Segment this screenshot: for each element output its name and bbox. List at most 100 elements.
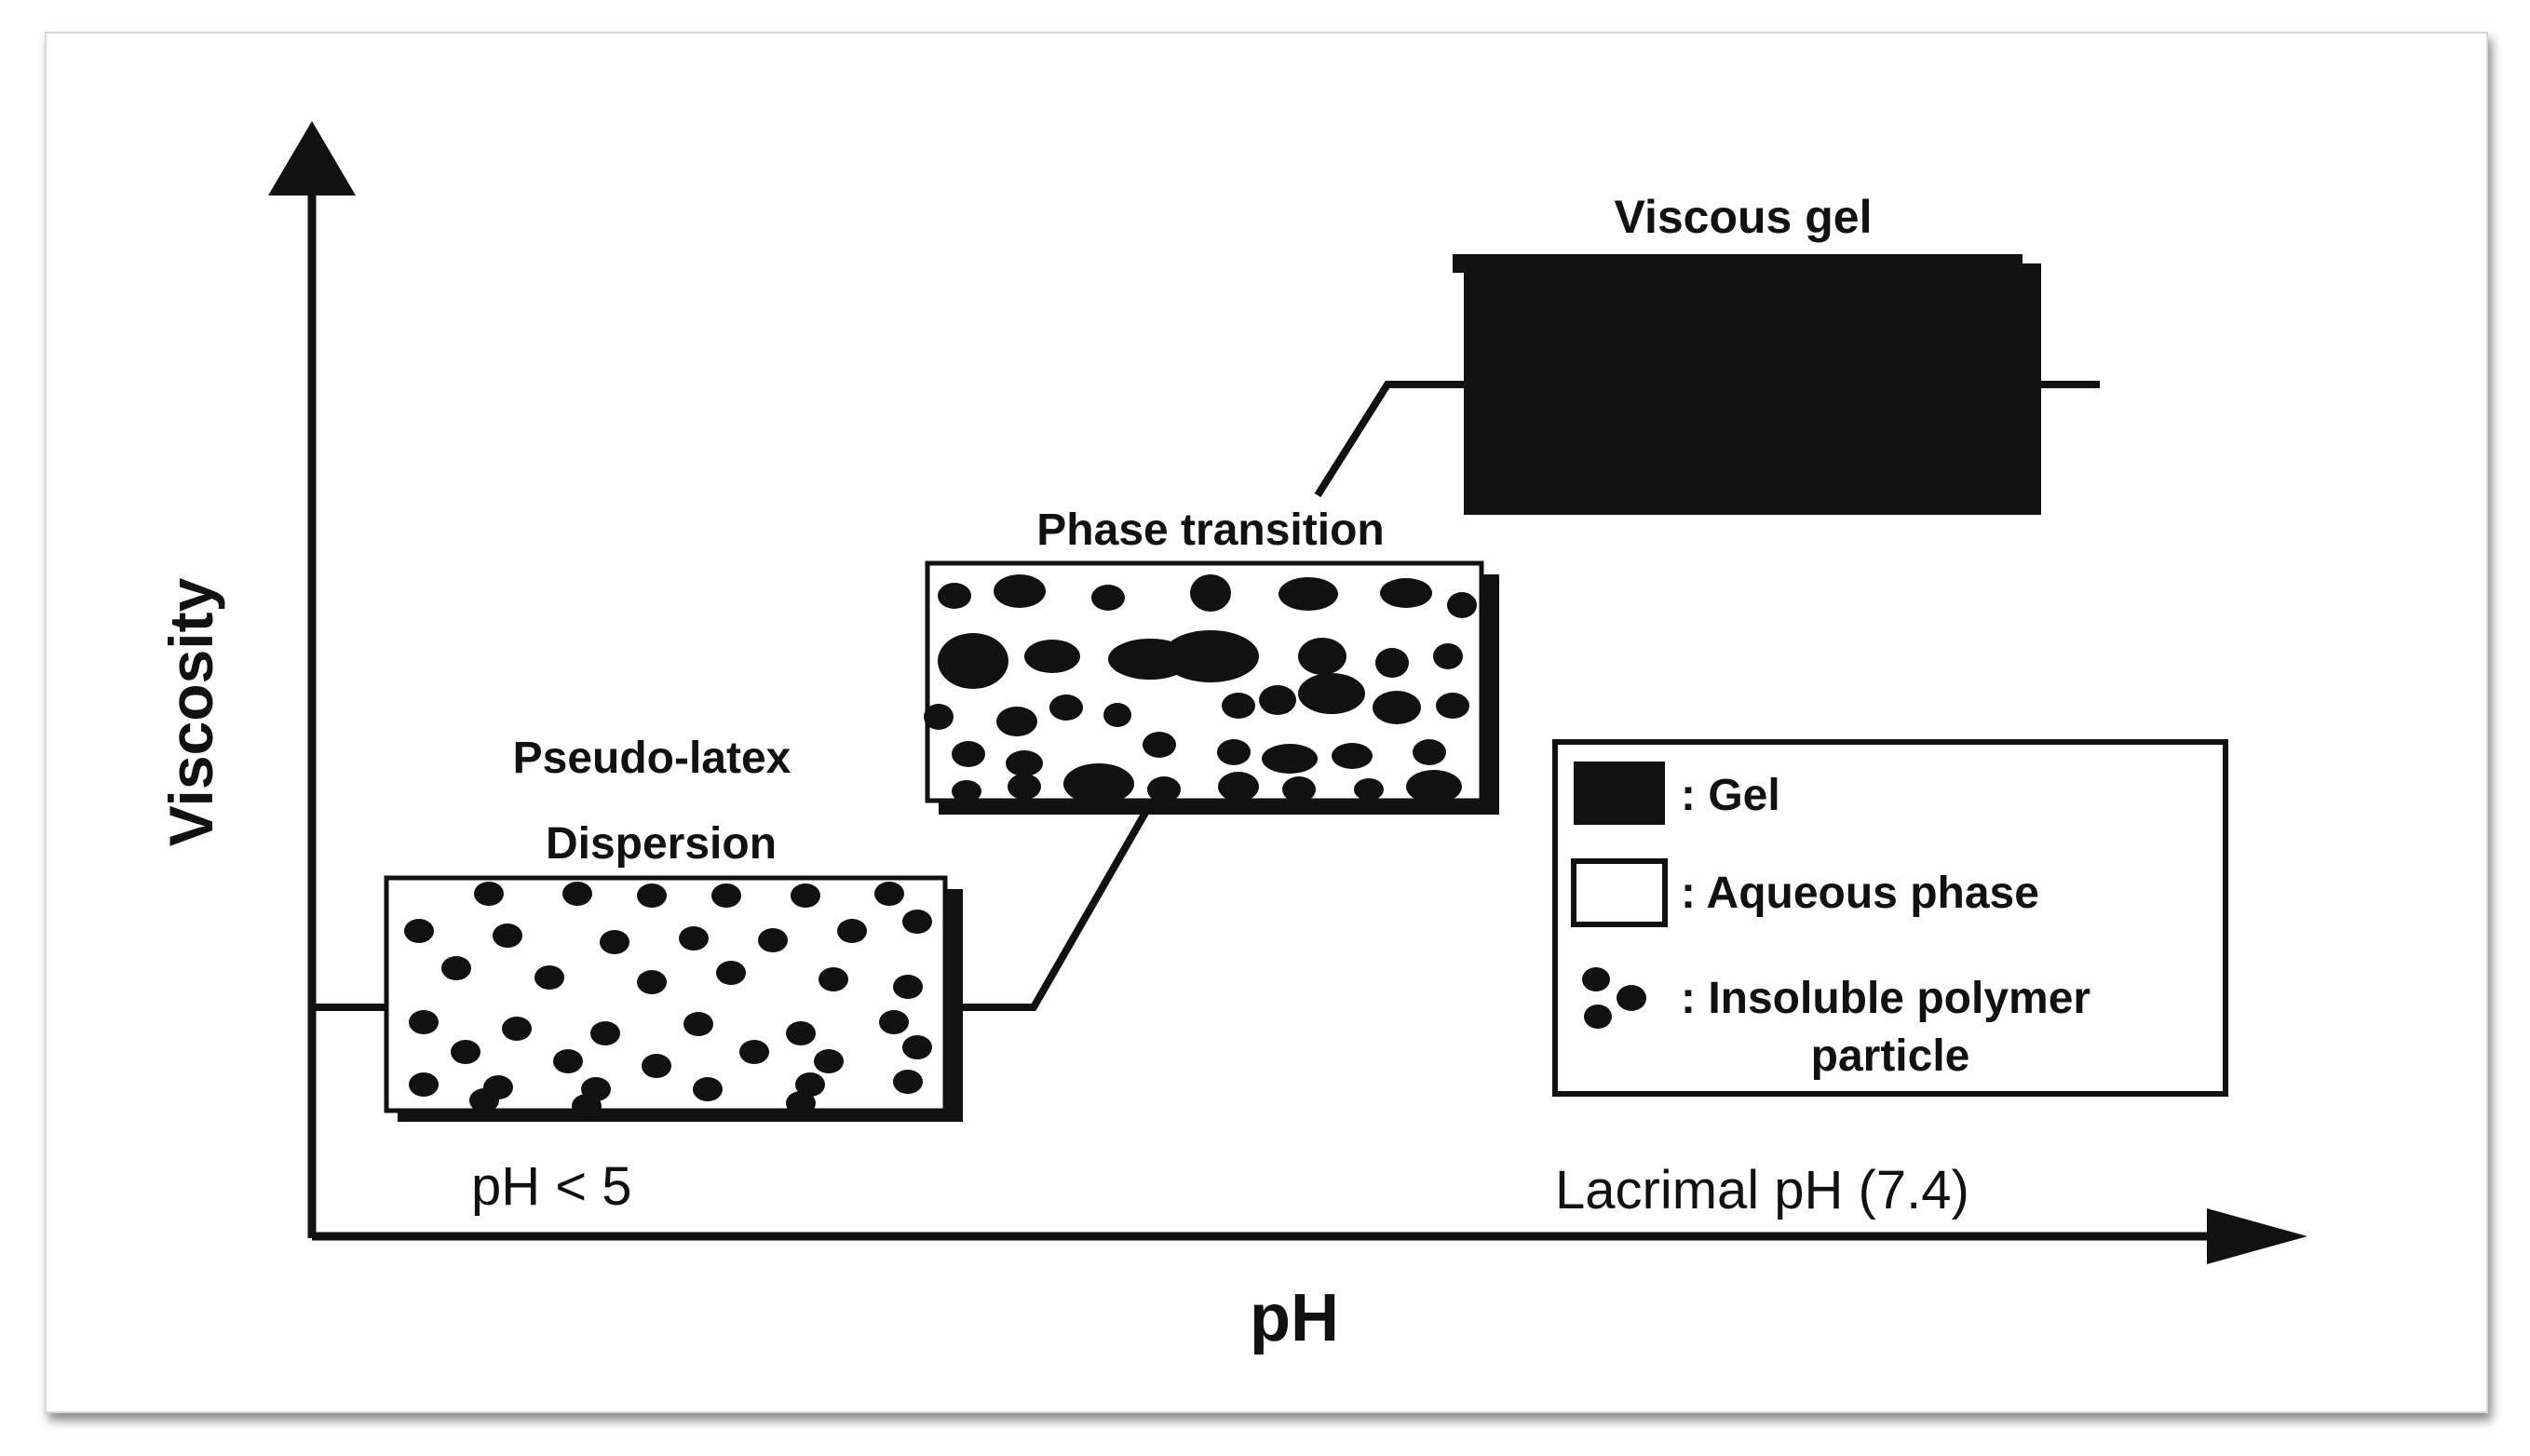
particle-aggregate — [1298, 638, 1346, 675]
particle-aggregate — [1279, 577, 1338, 611]
particle-dot — [716, 961, 746, 985]
particle-aggregate — [1433, 643, 1463, 669]
particle-dot — [814, 1049, 844, 1073]
particle-aggregate — [1436, 693, 1469, 719]
particle-aggregate — [1049, 694, 1083, 721]
particle-dot — [637, 883, 667, 908]
particle-dot — [711, 883, 741, 908]
particle-aggregate — [952, 780, 981, 802]
particle-dot — [553, 1049, 583, 1073]
stage-gel-label: Viscous gel — [1615, 191, 1873, 243]
particle-aggregate — [1380, 578, 1432, 608]
particle-aggregate — [1162, 630, 1259, 682]
viscous-gel-box — [1453, 254, 2041, 515]
particle-dot — [679, 926, 709, 950]
particle-dot — [739, 1040, 769, 1064]
particle-dot — [758, 928, 788, 952]
particle-dot — [874, 882, 904, 906]
particle-aggregate — [952, 741, 985, 767]
particle-dot — [600, 930, 629, 954]
particle-dot — [786, 1021, 816, 1045]
particle-aggregate — [924, 704, 954, 730]
dispersion-box — [384, 875, 963, 1122]
particle-aggregate — [1332, 743, 1373, 769]
particle-dot — [441, 956, 471, 980]
particle-aggregate — [1024, 640, 1080, 673]
particle-dot — [683, 1012, 713, 1036]
particle-aggregate — [1222, 693, 1255, 719]
particle-dot — [693, 1077, 723, 1101]
dispersed-particles — [404, 882, 932, 1118]
particle-aggregate — [1373, 691, 1421, 724]
y-axis-arrowhead — [268, 121, 356, 195]
particle-dot — [786, 1091, 816, 1115]
particle-dot — [795, 1072, 825, 1097]
particle-aggregate — [1143, 732, 1176, 758]
particle-aggregate — [1298, 673, 1365, 714]
particle-aggregate — [1406, 770, 1462, 803]
particle-dot — [534, 965, 564, 990]
particle-aggregate — [1413, 739, 1446, 765]
particle-dot — [893, 975, 923, 999]
particle-aggregate — [1282, 776, 1316, 802]
particle-dot — [469, 1088, 499, 1112]
x-axis-arrowhead — [2207, 1208, 2307, 1264]
x-axis-label: pH — [1250, 1281, 1339, 1355]
particle-dot — [642, 1054, 671, 1078]
legend: : Gel : Aqueous phase : Insoluble polyme… — [1552, 739, 2228, 1097]
legend-gel-swatch — [1574, 762, 1665, 825]
particle-aggregate — [1091, 585, 1125, 611]
stage-transition-label: Phase transition — [1036, 506, 1384, 555]
particle-dot — [474, 882, 504, 906]
particle-dot — [819, 967, 848, 991]
particle-aggregate — [938, 583, 971, 609]
particle-dot — [902, 910, 932, 934]
particle-dot — [637, 970, 667, 994]
stage-dispersion-label-line1: Pseudo-latex — [513, 734, 791, 783]
particle-dot — [893, 1070, 923, 1094]
particle-dot — [572, 1094, 602, 1118]
particle-aggregate — [1008, 774, 1041, 800]
x-low-ph-label: pH < 5 — [471, 1156, 632, 1217]
particle-dot — [562, 882, 592, 906]
aggregating-particles — [924, 574, 1477, 804]
particle-dot — [502, 1017, 532, 1041]
particle-aggregate — [1354, 778, 1384, 801]
legend-particle-dots — [1582, 967, 1646, 1029]
particle-dot — [791, 883, 820, 908]
particle-dot — [493, 923, 522, 948]
particle-dot — [451, 1040, 480, 1064]
particle-aggregate — [1259, 685, 1296, 715]
particle-aggregate — [1217, 739, 1251, 765]
particle-dot — [409, 1072, 439, 1097]
particle-aggregate — [1006, 750, 1043, 776]
particle-dot — [590, 1021, 620, 1045]
stage-dispersion-label-line2: Dispersion — [546, 819, 777, 869]
x-lacrimal-ph-label: Lacrimal pH (7.4) — [1555, 1160, 1969, 1220]
particle-aggregate — [1218, 772, 1259, 802]
particle-aggregate — [1103, 703, 1131, 727]
particle-aggregate — [994, 574, 1046, 608]
legend-aqueous-text: : Aqueous phase — [1681, 869, 2039, 918]
legend-particle-text-line1: : Insoluble polymer — [1681, 974, 2090, 1023]
particle-aggregate — [1262, 744, 1318, 774]
particle-aggregate — [996, 707, 1037, 736]
y-axis-label: Viscosity — [156, 577, 225, 846]
particle-aggregate — [1147, 776, 1181, 802]
particle-dot — [837, 919, 867, 943]
phase-transition-box — [924, 560, 1499, 815]
particle-dot — [879, 1010, 909, 1034]
axes — [268, 121, 2307, 1264]
particle-aggregate — [1447, 592, 1477, 618]
legend-gel-text: : Gel — [1681, 771, 1780, 820]
particle-aggregate — [1063, 763, 1134, 804]
legend-aqueous-swatch — [1571, 858, 1668, 927]
legend-particle-text-line2: particle — [1811, 1031, 1970, 1081]
particle-aggregate — [938, 633, 1008, 689]
particle-dot — [902, 1035, 932, 1059]
particle-aggregate — [1375, 648, 1409, 678]
particle-aggregate — [1190, 574, 1231, 612]
viscosity-curve — [312, 381, 2100, 1011]
particle-dot — [404, 919, 434, 943]
